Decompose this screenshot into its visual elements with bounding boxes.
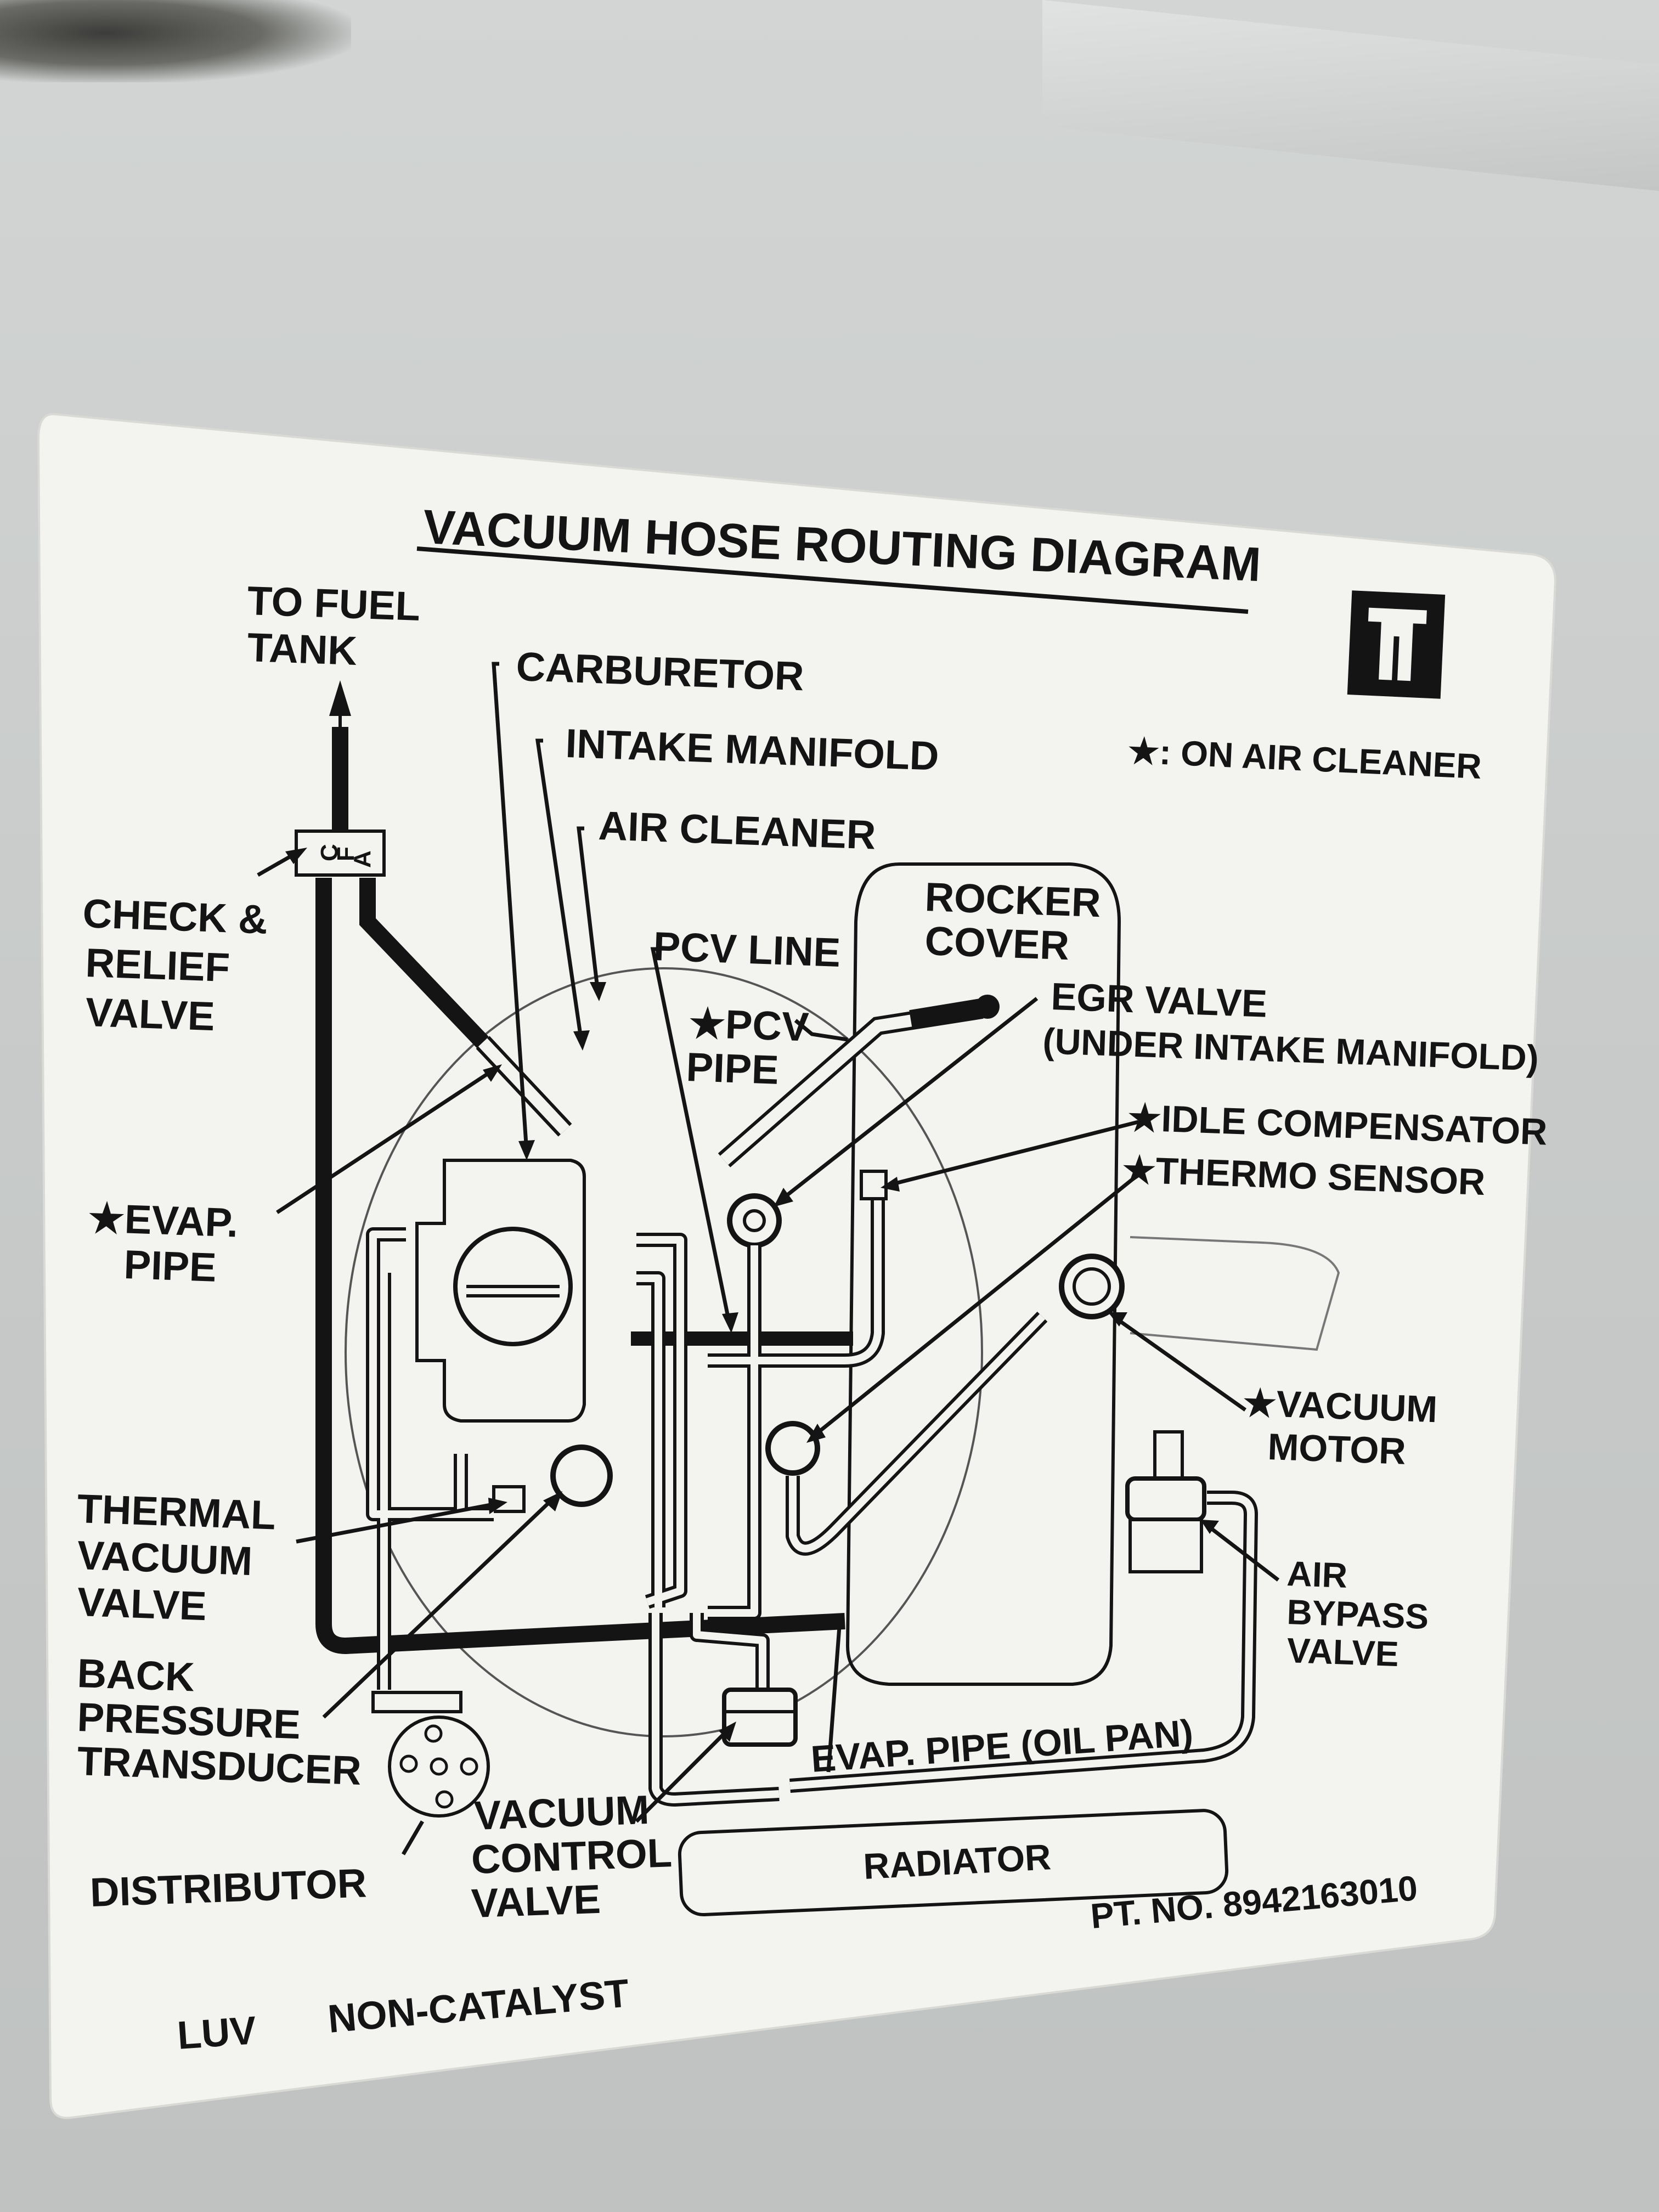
thermo-sensor [765, 1421, 820, 1476]
thermal-vacuum-label-3: VALVE [76, 1579, 207, 1629]
title-underline [416, 546, 1249, 614]
distributor-label: DISTRIBUTOR [89, 1860, 368, 1915]
air-cleaner-snorkel [1130, 1236, 1340, 1351]
vacuum-motor-label-1: ★VACUUM [1242, 1382, 1438, 1430]
leader-arrowheads [285, 848, 1219, 1742]
back-pressure-label-1: BACK [76, 1650, 195, 1700]
pcv-pipe-label-2: PIPE [685, 1044, 779, 1093]
idle-compensator [860, 1170, 888, 1200]
carburetor-body [415, 1159, 586, 1423]
evap-pipe-label-2: PIPE [123, 1242, 217, 1290]
check-valve-letter-c: C [316, 844, 343, 861]
check-relief-label-1: CHECK & [82, 890, 268, 943]
to-fuel-tank-label-1: TO FUEL [246, 578, 421, 629]
model-label: LUV [176, 2008, 258, 2058]
air-bypass-label-2: BYPASS [1286, 1592, 1430, 1637]
latch-shadow [0, 0, 351, 82]
back-pressure-label-3: TRANSDUCER [76, 1738, 362, 1793]
air-bypass-valve [1125, 1430, 1206, 1573]
thermal-vacuum-valve [550, 1444, 613, 1507]
vacuum-control-label-1: VACUUM [473, 1787, 650, 1838]
evap-hose-to-cleaner [359, 878, 489, 1048]
check-relief-label-3: VALVE [84, 989, 215, 1039]
air-bypass-label-1: AIR [1286, 1554, 1348, 1595]
check-valve-letter-a: A [349, 850, 376, 868]
vacuum-motor [1059, 1254, 1125, 1319]
air-cleaner-outline [345, 967, 983, 1737]
air-cleaner-label: AIR CLEANER [597, 803, 876, 858]
carburetor-throttle [453, 1227, 573, 1346]
pcv-line-label: PCV LINE [652, 923, 841, 975]
evap-hose-main [315, 878, 845, 1655]
radiator-label: RADIATOR [862, 1836, 1052, 1887]
to-fuel-tank-arrow [329, 680, 351, 716]
leader-lines [257, 662, 1280, 1855]
vacuum-motor-label-2: MOTOR [1267, 1426, 1406, 1472]
egr-valve-label-1: EGR VALVE [1050, 975, 1268, 1025]
vacuum-control-label-2: CONTROL [471, 1830, 673, 1882]
vacuum-control-label-3: VALVE [471, 1876, 601, 1926]
rocker-cover-label-1: ROCKER [924, 874, 1101, 926]
rocker-cover-outline [845, 862, 1121, 1686]
back-pressure-transducer [371, 1691, 462, 1713]
radiator-outline [678, 1809, 1229, 1917]
check-relief-label-2: RELIEF [84, 940, 230, 990]
air-bypass-label-3: VALVE [1286, 1630, 1400, 1674]
thermal-vacuum-label-2: VACUUM [76, 1532, 253, 1584]
carburetor-label: CARBURETOR [515, 644, 804, 699]
pcv-pipe-label-1: ★PCV [688, 1000, 809, 1050]
vacuum-control-valve [722, 1688, 798, 1747]
rocker-cover-label-2: COVER [924, 918, 1070, 968]
distributor [388, 1716, 490, 1818]
back-pressure-label-2: PRESSURE [76, 1694, 301, 1747]
egr-valve [727, 1193, 782, 1248]
check-valve-letter-f: F [332, 847, 359, 861]
isuzu-logo-icon [1347, 590, 1446, 699]
thermal-vacuum-label-1: THERMAL [76, 1486, 276, 1538]
evap-pipe-label-1: ★EVAP. [87, 1195, 239, 1245]
to-fuel-tank-label-2: TANK [246, 624, 358, 674]
